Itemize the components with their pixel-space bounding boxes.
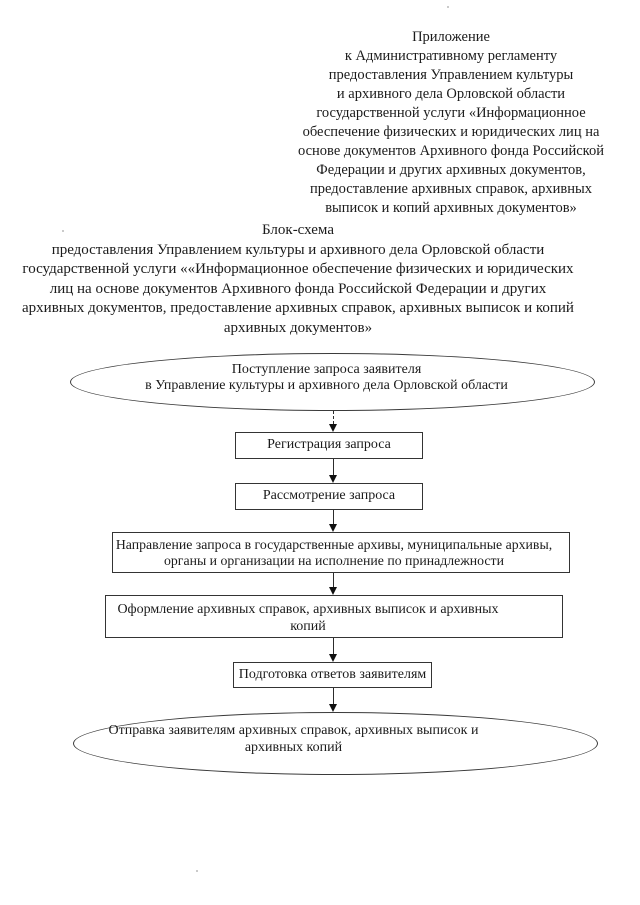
arrow-line: [332, 459, 334, 475]
flow-arrow-2: [328, 459, 338, 483]
arrow-down-icon: [329, 704, 337, 712]
flow-arrow-1: [328, 411, 338, 432]
appendix-header-note: Приложение к Административному регламент…: [298, 29, 604, 216]
arrow-down-icon: [329, 587, 337, 595]
flow-node-prepare-docs: Оформление архивных справок, архивных вы…: [105, 595, 563, 638]
scan-speck: [62, 230, 64, 232]
flow-arrow-3: [328, 510, 338, 532]
block-scheme-title: Блок-схема предоставления Управлением ку…: [22, 222, 574, 336]
flow-node-forward: Направление запроса в государственные ар…: [112, 532, 570, 573]
arrow-down-icon: [329, 654, 337, 662]
flow-node-start-ellipse: Поступление запроса заявителя в Управлен…: [70, 353, 595, 411]
arrow-down-icon: [329, 524, 337, 532]
arrow-line: [332, 638, 334, 654]
flow-node-register: Регистрация запроса: [235, 432, 423, 459]
arrow-line: [332, 573, 334, 587]
flow-node-end-ellipse: Отправка заявителям архивных справок, ар…: [73, 712, 598, 775]
flow-arrow-5: [328, 638, 338, 662]
arrow-line: [332, 411, 334, 424]
scan-speck: [447, 6, 449, 8]
arrow-line: [332, 510, 334, 524]
flow-node-review: Рассмотрение запроса: [235, 483, 423, 510]
flow-arrow-6: [328, 688, 338, 712]
arrow-down-icon: [329, 475, 337, 483]
arrow-line: [332, 688, 334, 704]
scan-speck: [196, 870, 198, 872]
arrow-down-icon: [329, 424, 337, 432]
flow-node-prepare-answers: Подготовка ответов заявителям: [233, 662, 432, 688]
flow-arrow-4: [328, 573, 338, 595]
